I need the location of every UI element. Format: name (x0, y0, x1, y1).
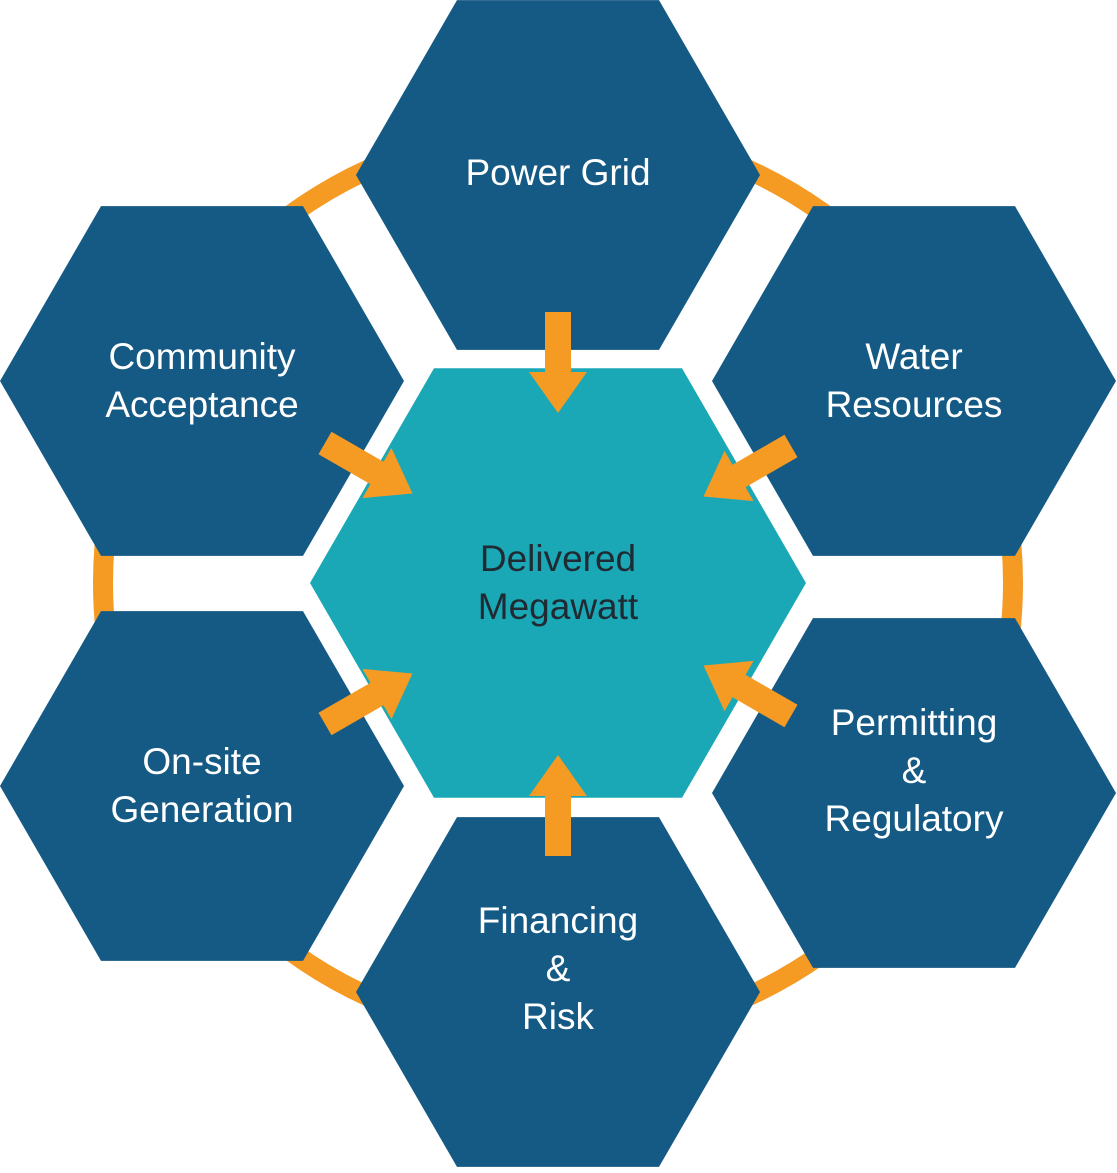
label-community-acceptance: Community (108, 336, 296, 377)
hexagon-financing-risk (356, 817, 760, 1167)
arrow-permitting-regulatory (703, 660, 798, 728)
label-on-site-generation: Generation (110, 789, 293, 830)
label-water-resources: Water (865, 336, 962, 377)
hexagon-community-acceptance (0, 206, 404, 556)
label-community-acceptance: Acceptance (105, 384, 298, 425)
arrow-shape (703, 434, 798, 502)
inward-arrows (318, 312, 798, 856)
hexagon-on-site-generation (0, 611, 404, 961)
center-hexagon-group (310, 368, 806, 798)
label-permitting-regulatory: & (902, 750, 927, 791)
label-permitting-regulatory: Regulatory (825, 798, 1004, 839)
label-financing-risk: & (546, 948, 571, 989)
hexagon-power-grid (356, 0, 760, 350)
center-label: Megawatt (478, 586, 639, 627)
arrow-community-acceptance (318, 431, 413, 499)
arrow-financing-risk (529, 755, 587, 856)
hexagon-permitting-regulatory (712, 618, 1116, 968)
center-hexagon (310, 368, 806, 798)
label-permitting-regulatory: Permitting (831, 702, 998, 743)
label-on-site-generation: On-site (142, 741, 261, 782)
label-water-resources: Resources (826, 384, 1003, 425)
arrow-shape (318, 668, 413, 736)
center-label: Delivered (480, 538, 636, 579)
arrow-shape (529, 312, 587, 413)
hexagon-water-resources (712, 206, 1116, 556)
arrow-shape (318, 431, 413, 499)
label-financing-risk: Risk (522, 996, 594, 1037)
arrow-shape (703, 660, 798, 728)
arrow-on-site-generation (318, 668, 413, 736)
arrow-shape (529, 755, 587, 856)
label-financing-risk: Financing (478, 900, 638, 941)
arrow-water-resources (703, 434, 798, 502)
arrow-power-grid (529, 312, 587, 413)
label-power-grid: Power Grid (465, 152, 650, 193)
